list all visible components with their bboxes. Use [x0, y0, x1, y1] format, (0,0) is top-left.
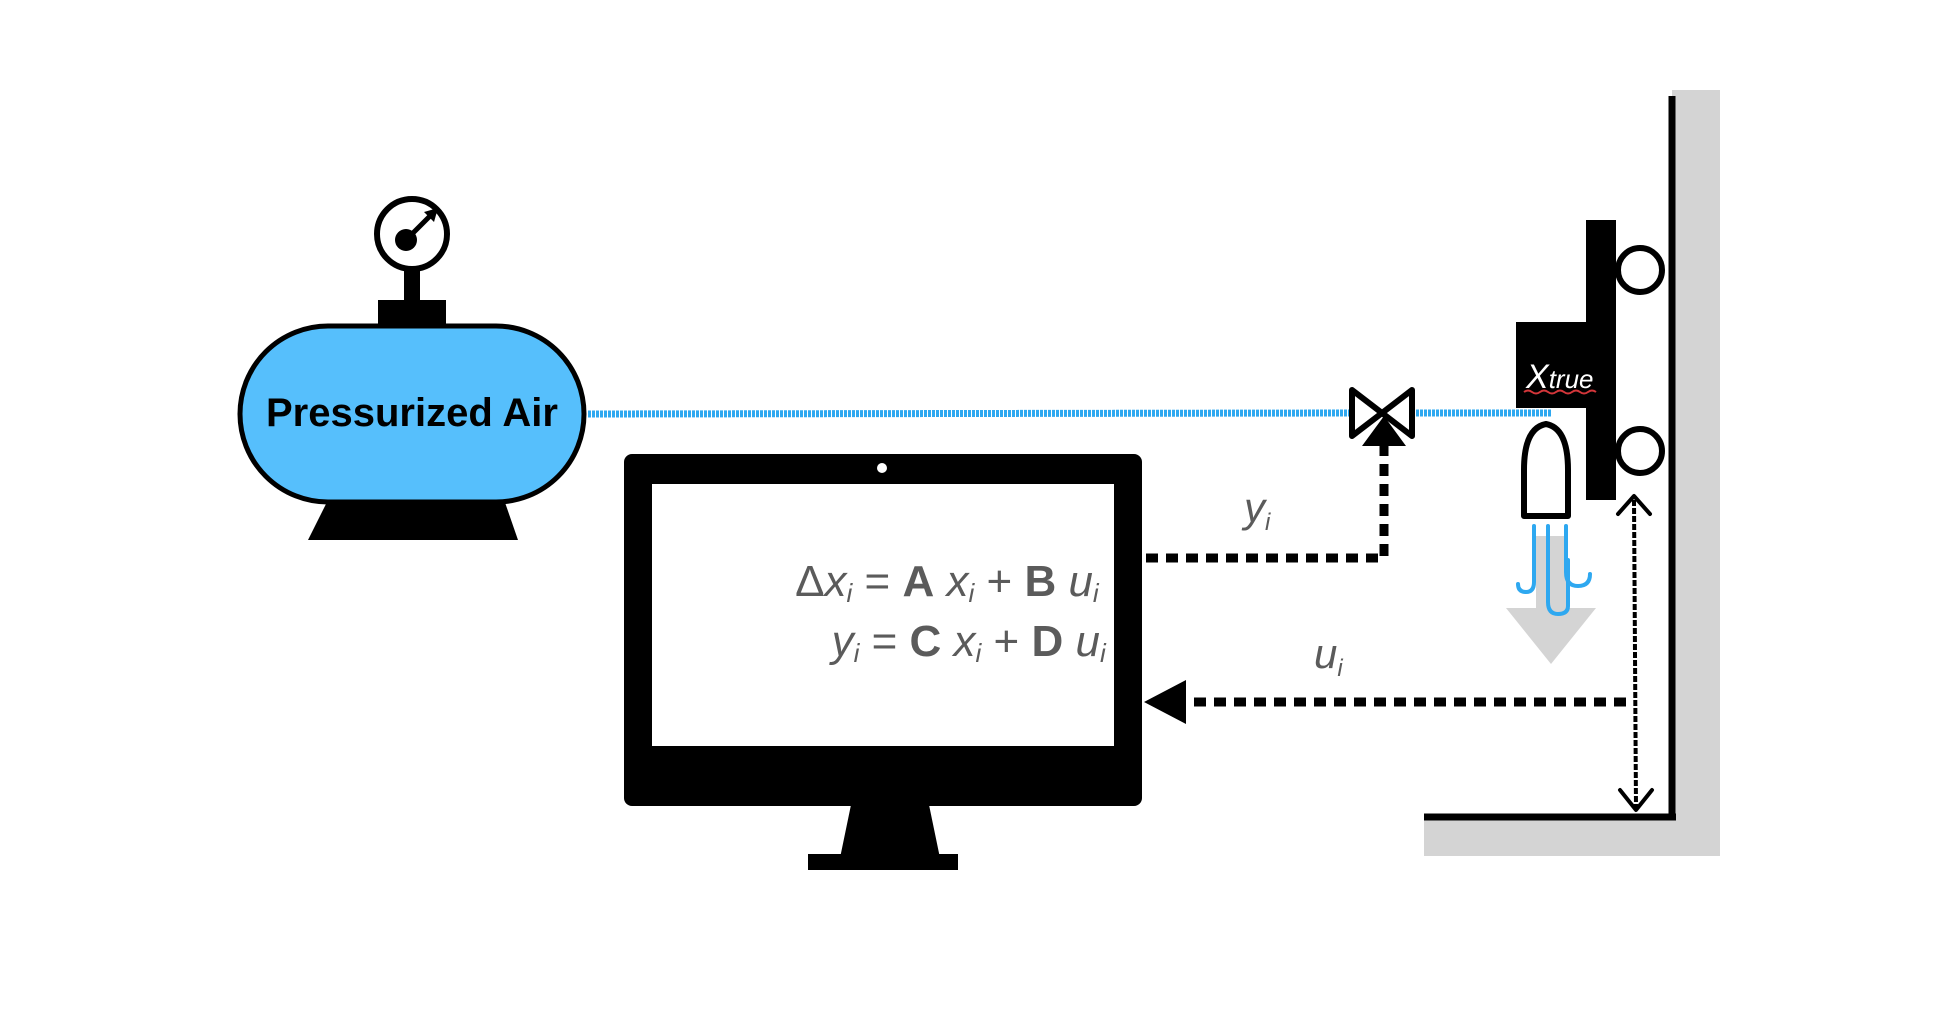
- air-line-to-valve: [587, 409, 1353, 418]
- xtrue-underline-squiggle: [1523, 389, 1597, 395]
- pressurized-air-tank: Pressurized Air: [237, 196, 587, 540]
- position-measurement-arrow: [1616, 494, 1654, 812]
- pressure-gauge-icon: [374, 196, 450, 272]
- tank-label: Pressurized Air: [266, 391, 558, 435]
- command-signal-y: yi: [1146, 416, 1406, 563]
- thruster: [1506, 421, 1596, 664]
- position-arrow-head-top: [1616, 494, 1652, 516]
- roller-bottom: [1615, 426, 1665, 476]
- wall-shading: [1672, 90, 1720, 856]
- air-jet-right: [1564, 524, 1592, 589]
- wall-assembly: [1424, 90, 1720, 856]
- gauge-needle-tip: [424, 208, 438, 222]
- tank-body: [237, 323, 587, 505]
- valve-body: [1349, 387, 1415, 439]
- valve-icon: [1349, 387, 1415, 439]
- gauge-stem: [404, 262, 420, 302]
- air-jet-left: [1516, 524, 1536, 595]
- u-signal-label: ui: [1314, 630, 1343, 682]
- gauge-needle: [404, 212, 434, 242]
- monitor-stand-base: [808, 854, 958, 870]
- nozzle-icon: [1521, 421, 1571, 519]
- roller-top: [1615, 245, 1665, 295]
- computer-monitor: Δxi = A xi + B ui yi = C xi + D ui: [624, 454, 1167, 870]
- output-equation: yi = C xi + D ui: [746, 617, 1167, 672]
- position-arrow-shaft: [1632, 499, 1638, 809]
- webcam-icon: [877, 463, 887, 473]
- state-equation: Δxi = A xi + B ui: [712, 557, 1160, 612]
- carriage: Xtrue: [1516, 220, 1665, 500]
- air-supply-line: [587, 409, 1552, 418]
- thrust-direction-arrow: [1506, 536, 1596, 664]
- y-signal-label: yi: [1241, 484, 1271, 536]
- air-jet-center: [1546, 524, 1570, 617]
- y-signal-arrowhead: [1362, 416, 1406, 446]
- monitor-screen: [652, 484, 1114, 746]
- u-signal-arrowhead: [1144, 680, 1186, 724]
- monitor-stand-neck: [840, 800, 940, 858]
- position-arrow-head-bottom: [1618, 788, 1654, 812]
- floor-shading: [1424, 818, 1720, 856]
- measurement-signal-u: ui: [1144, 630, 1626, 724]
